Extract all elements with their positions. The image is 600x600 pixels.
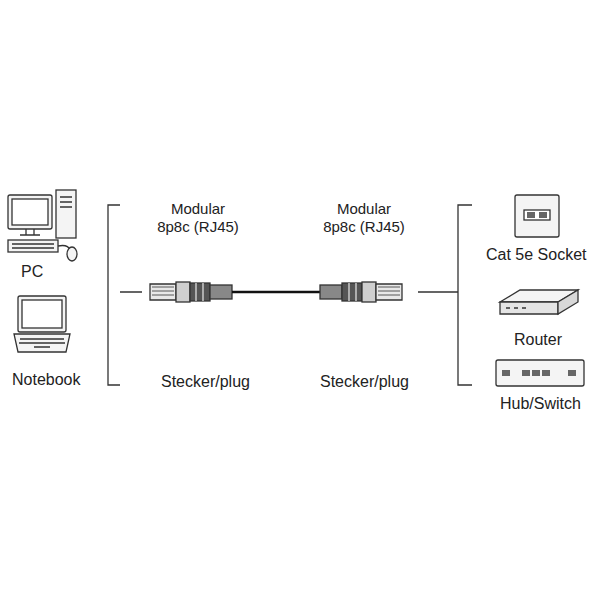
switch-icon <box>496 360 584 386</box>
router-icon <box>500 290 578 314</box>
device-label: Notebook <box>12 370 81 389</box>
plug-label: Stecker/plug <box>320 372 409 391</box>
device-label: Router <box>514 330 562 349</box>
device-label: Cat 5e Socket <box>486 245 587 264</box>
device-label: Hub/Switch <box>500 394 581 413</box>
bracket <box>418 205 472 385</box>
plug-label: Stecker/plug <box>161 372 250 391</box>
connector-label: Modular 8p8c (RJ45) <box>319 200 409 236</box>
socket-icon <box>515 195 559 237</box>
connector-label: Modular 8p8c (RJ45) <box>153 200 243 236</box>
patch-cable <box>150 282 402 302</box>
bracket <box>108 205 142 385</box>
device-label: PC <box>21 262 43 281</box>
pc-icon <box>8 190 77 261</box>
notebook-icon <box>14 296 70 352</box>
